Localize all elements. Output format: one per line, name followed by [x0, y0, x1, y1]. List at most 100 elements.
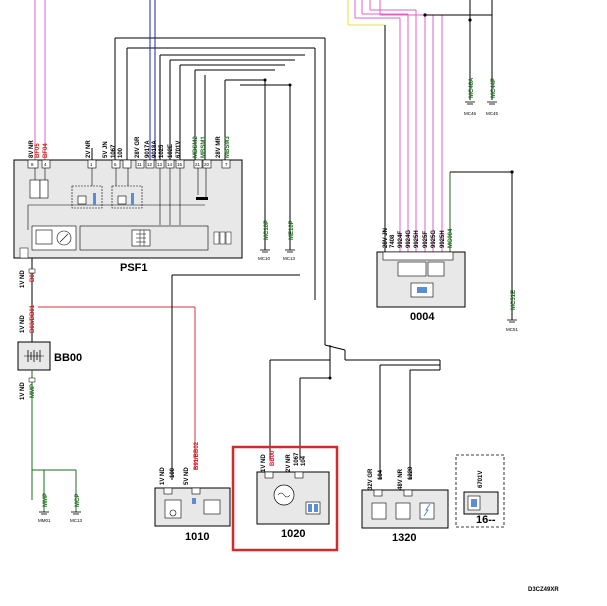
- c0004-label: 9925F: [423, 231, 429, 248]
- pin-number: 15: [177, 162, 183, 167]
- c1020-title: 1020: [281, 528, 305, 540]
- highlight-box: [231, 445, 339, 552]
- pin-number: 20: [204, 162, 210, 167]
- ground-label: MC46A: [469, 77, 475, 98]
- psf1-label: 2V NR: [86, 140, 92, 158]
- c1320-module: 32V GR 104 48V NR 1220 1320: [324, 344, 449, 544]
- c0004-label: 7408: [390, 234, 396, 248]
- ground-label: MMP: [43, 493, 49, 507]
- ground-name: MC10: [258, 256, 271, 261]
- psf1-labels: 8V NR BF05 BF04 2V NR 5V JN 1067 100 28V…: [29, 136, 231, 158]
- left-label: 1V ND: [20, 270, 26, 288]
- ground-name: MC46: [464, 111, 477, 116]
- psf1-title: PSF1: [120, 262, 148, 274]
- c1010-module: 1V ND 100 5V ND B91/BB02 1010: [154, 274, 300, 543]
- ground-mc13: MCP MC13: [70, 470, 83, 523]
- c1010-label: 1V ND: [160, 467, 166, 485]
- psf1-label: BF05: [35, 143, 41, 158]
- left-label: 1V ND: [20, 382, 26, 400]
- psf1-label: 28V MR: [216, 136, 222, 158]
- psf1-label: 102E: [168, 144, 174, 158]
- pin-number: 12: [147, 162, 153, 167]
- psf1-label: MBSM2: [193, 136, 199, 158]
- psf1-label: 1025: [159, 144, 165, 158]
- c1010-label: B91/BB02: [194, 441, 200, 470]
- pin-number: 8: [31, 162, 34, 167]
- ground-name: MC51: [506, 327, 519, 332]
- c16-label: 6701V: [478, 471, 484, 488]
- c1020-label: 1067: [294, 452, 300, 466]
- ground-name: MC13: [283, 256, 296, 261]
- c1320-label: 48V NR: [398, 468, 404, 490]
- c0004-label: 9925G: [431, 230, 437, 248]
- c0004-module: 28V JN 7408 9924F 9924G 9925H 9925F 9925…: [376, 228, 466, 323]
- left-label: 1V ND: [20, 315, 26, 333]
- pin-number: 4: [44, 162, 47, 167]
- psf1-label: 6701V: [176, 141, 182, 158]
- pin-number: 11: [137, 162, 142, 167]
- pin-number: 13: [157, 162, 163, 167]
- c0004-label: 9924F: [398, 231, 404, 248]
- ground-name: MC45: [486, 111, 499, 116]
- ground-mc51: MC51E MC51: [506, 290, 519, 332]
- psf1-label: 9018A: [152, 140, 158, 158]
- left-label: MMP: [30, 384, 36, 398]
- psf1-label: 9017A: [145, 140, 151, 158]
- ground-mc10: MC10P MC10: [258, 78, 271, 261]
- c1010-label: 100: [170, 467, 176, 478]
- bb00-title: BB00: [54, 352, 82, 364]
- ground-mm01: MMP MM01: [38, 470, 51, 523]
- psf1-label: 28V GR: [135, 136, 141, 158]
- ground-mc13-psf: ME10P MC13: [283, 83, 296, 261]
- c1010-label: 5V ND: [184, 467, 190, 485]
- ground-name: MC13: [70, 518, 83, 523]
- psf1-label: BF04: [43, 143, 49, 158]
- ground-mc45: MC44P MC45: [486, 78, 499, 116]
- psf1-internal: [19, 168, 232, 259]
- left-label: B03/BB01: [30, 304, 36, 333]
- ground-label: ME10P: [289, 220, 295, 240]
- c1320-label: 1220: [408, 466, 414, 480]
- c0004-label: 9925H: [440, 230, 446, 248]
- c0004-label: MC004: [448, 228, 454, 248]
- pin-number: 21: [195, 162, 201, 167]
- c1320-title: 1320: [392, 532, 416, 544]
- psf1-module: 8 4 1 6 11 12 13 14 15 21 20 7: [13, 159, 243, 274]
- ground-name: MM01: [38, 518, 51, 523]
- c1020-label: 104: [301, 455, 307, 466]
- c0004-label: 28V JN: [383, 228, 389, 248]
- left-chain: 1V ND B03 1V ND B03/BB01 BB00 1V ND MMP: [17, 258, 196, 500]
- c16-module: 6701V 16--: [455, 454, 505, 528]
- psf1-label: 1067: [111, 144, 117, 158]
- pin-number: 6: [114, 162, 117, 167]
- c0004-label: 9924G: [406, 230, 412, 248]
- psf1-label: 8V NR: [29, 140, 35, 158]
- pin-number: 14: [167, 162, 173, 167]
- c0004-title: 0004: [410, 311, 435, 323]
- c1320-label: 104: [378, 469, 384, 480]
- left-label: B03: [30, 270, 36, 282]
- c16-title: 16--: [476, 514, 496, 526]
- psf1-label: MBSM3: [225, 136, 231, 158]
- psf1-pin-row: 8 4 1 6 11 12 13 14 15 21 20 7: [27, 159, 231, 169]
- c1020-label: BB00: [270, 450, 276, 466]
- c1020-label: 1V ND: [261, 454, 267, 472]
- pin-number: 7: [225, 162, 228, 167]
- psf1-label: MBSM1: [201, 136, 207, 158]
- c0004-label: 9925H: [414, 230, 420, 248]
- ground-label: MC51E: [511, 290, 517, 310]
- diagram-reference: D3CZ49XR: [528, 587, 559, 593]
- ground-label: MCP: [75, 494, 81, 507]
- c1320-label: 32V GR: [368, 468, 374, 490]
- psf1-label: 100: [118, 147, 124, 158]
- ground-label: MC44P: [491, 78, 497, 98]
- ground-mc46: MC46A MC46: [464, 77, 477, 116]
- psf1-label: 5V JN: [103, 141, 109, 158]
- pin-number: 1: [90, 162, 93, 167]
- c1020-label: 2V NR: [286, 454, 292, 472]
- c1010-title: 1010: [185, 531, 209, 543]
- c0004-top-wires: [347, 0, 514, 320]
- ground-label: MC10P: [264, 220, 270, 240]
- c1020-module: 1V ND BB00 2V NR 1067 104 1020: [231, 345, 339, 552]
